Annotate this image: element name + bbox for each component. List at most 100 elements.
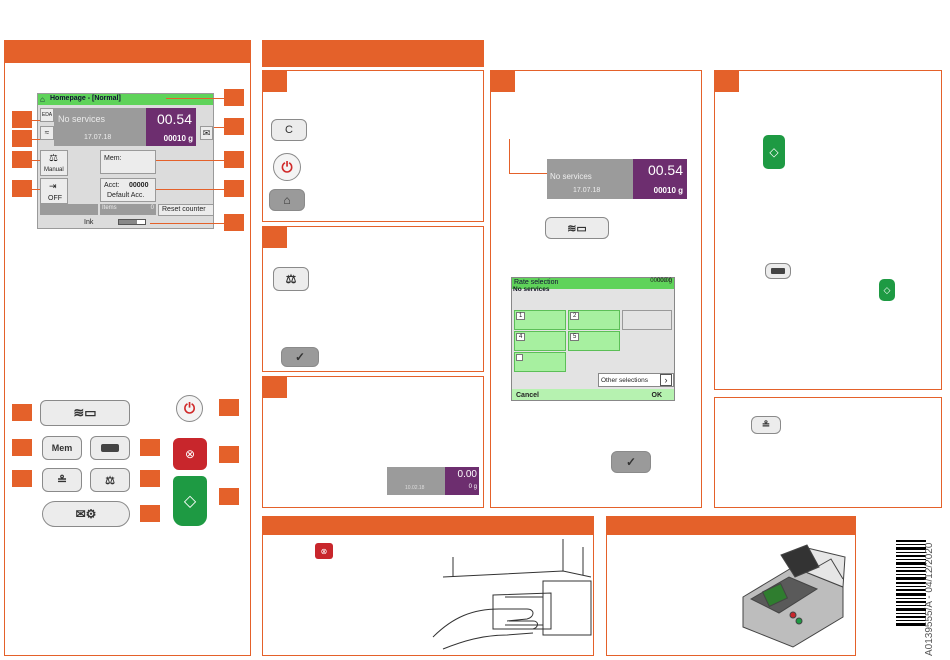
section-header — [262, 40, 484, 67]
confirm-key[interactable]: ✓ — [281, 347, 319, 367]
reset-counter-button[interactable]: Reset counter — [158, 204, 214, 216]
eda-icon[interactable]: EDA — [40, 108, 54, 122]
confirm-key[interactable]: ✓ — [611, 451, 651, 473]
screen-title: Homepage - [Normal] — [50, 95, 121, 102]
rate-button-2[interactable]: 2 — [568, 310, 620, 330]
memory-key[interactable]: Mem — [42, 436, 82, 460]
envelope-icon[interactable]: ✉ — [200, 126, 213, 140]
check-icon: ✓ — [625, 455, 637, 469]
franking-machine-illustration — [742, 544, 846, 648]
step-number — [263, 377, 287, 398]
start-icon: ◇ — [883, 284, 891, 295]
callout-7 — [224, 151, 244, 168]
envelope-tape-key[interactable] — [90, 436, 130, 460]
off-button[interactable]: ⇥ OFF — [40, 178, 68, 204]
callout-1 — [12, 111, 32, 128]
callout-14 — [140, 470, 160, 487]
off-icon: ⇥ — [49, 181, 57, 191]
section-header — [262, 516, 594, 534]
start-key[interactable]: ◇ — [763, 135, 785, 169]
start-key[interactable]: ◇ — [879, 279, 895, 301]
scale-icon: ⚖ — [105, 474, 115, 487]
callout-3 — [12, 151, 32, 168]
step-panel-b: ⚖ ✓ — [262, 226, 484, 372]
tape-key[interactable] — [765, 263, 791, 279]
rate-button-7[interactable] — [514, 352, 566, 372]
account-key[interactable]: ≗ — [751, 416, 781, 434]
start-icon: ◇ — [769, 145, 779, 159]
postage-display: 0.00 0 g 10.02.18 — [387, 467, 479, 495]
step-number — [263, 71, 287, 92]
account-key[interactable]: ≗ — [42, 468, 82, 492]
coins-icon: ≗ — [761, 419, 771, 431]
settings-envelope-key[interactable]: ✉⚙ — [42, 501, 130, 527]
hand-removing-envelope-illustration — [432, 539, 592, 650]
scale-key[interactable]: ⚖ — [90, 468, 130, 492]
leader-line — [509, 139, 510, 173]
power-key[interactable]: ⏻ — [273, 153, 301, 181]
settings-envelope-icon: ✉⚙ — [75, 507, 97, 521]
callout-11 — [12, 439, 32, 456]
power-key[interactable]: ⏻ — [176, 395, 203, 422]
stop-key[interactable]: ⊗ — [173, 438, 207, 470]
scale-icon: ⚖ — [285, 272, 297, 286]
homepage-screen: ⌂ Homepage - [Normal] No services 17.07.… — [37, 93, 214, 229]
step-panel-a: C ⏻ ⌂ — [262, 70, 484, 222]
screen-title-bar: ⌂ Homepage - [Normal] — [38, 94, 213, 105]
step-panel-f: ≗ — [714, 397, 942, 508]
callout-9 — [224, 214, 244, 231]
coins-icon: ≗ — [56, 473, 68, 487]
callout-17 — [219, 446, 239, 463]
leader-line — [32, 160, 40, 161]
callout-16 — [219, 399, 239, 416]
date-text: 17.07.18 — [84, 134, 112, 141]
account-field[interactable]: Acct: 00000 Default Acc. — [100, 178, 156, 202]
rate-selection-key[interactable]: ≋▭ — [40, 400, 130, 426]
items-counter: Items 0 — [100, 204, 156, 215]
graph-icon[interactable]: ≈ — [40, 126, 54, 140]
home-key[interactable]: ⌂ — [269, 189, 305, 211]
step-number — [715, 71, 739, 92]
machine-panel — [606, 534, 856, 656]
cancel-button[interactable]: Cancel — [516, 392, 539, 399]
leader-line — [32, 139, 40, 140]
stop-icon: ⊗ — [320, 546, 328, 556]
scale-icon: ⚖ — [49, 153, 58, 164]
leader-line — [32, 120, 40, 121]
rate-header-field: No services — [513, 286, 550, 293]
rate-title-bar: Rate selection — [512, 278, 674, 289]
ok-button[interactable]: OK — [651, 392, 663, 399]
leader-line — [509, 173, 547, 174]
callout-6 — [224, 118, 244, 135]
leader-line — [166, 98, 224, 99]
leader-line — [156, 160, 224, 161]
callout-8 — [224, 180, 244, 197]
manual-scale-button[interactable]: ⚖ Manual — [40, 150, 68, 176]
callout-18 — [219, 488, 239, 505]
services-display: No services 17.07.18 00.54 00010 g — [547, 159, 687, 199]
callout-15 — [140, 505, 160, 522]
rate-button-3[interactable] — [622, 310, 672, 330]
home-icon: ⌂ — [40, 95, 45, 104]
step-number — [491, 71, 515, 92]
step-panel-d: No services 17.07.18 00.54 00010 g ≋▭ Ra… — [490, 70, 702, 508]
memory-field[interactable]: Mem: — [100, 150, 156, 174]
rate-button-4[interactable]: 4 — [514, 331, 566, 351]
postage-amount: 0.00 — [445, 467, 479, 483]
step-panel-e: ◇ ◇ — [714, 70, 942, 390]
callout-2 — [12, 130, 32, 147]
rate-button-1[interactable]: 1 — [514, 310, 566, 330]
home-icon: ⌂ — [283, 193, 291, 207]
other-selections-button[interactable]: Other selections › — [598, 373, 674, 387]
items-left-bar — [40, 204, 98, 215]
scale-key[interactable]: ⚖ — [273, 267, 309, 291]
start-icon: ◇ — [183, 493, 197, 510]
clear-key[interactable]: C — [271, 119, 307, 141]
stop-key[interactable]: ⊗ — [315, 543, 333, 559]
rate-icon: ≋▭ — [567, 222, 587, 235]
rate-selection-key[interactable]: ≋▭ — [545, 217, 609, 239]
rate-weight: 00000 g — [650, 278, 672, 284]
start-key[interactable]: ◇ — [173, 476, 207, 526]
date-text: 10.02.18 — [405, 485, 425, 491]
rate-button-5[interactable]: 5 — [568, 331, 620, 351]
